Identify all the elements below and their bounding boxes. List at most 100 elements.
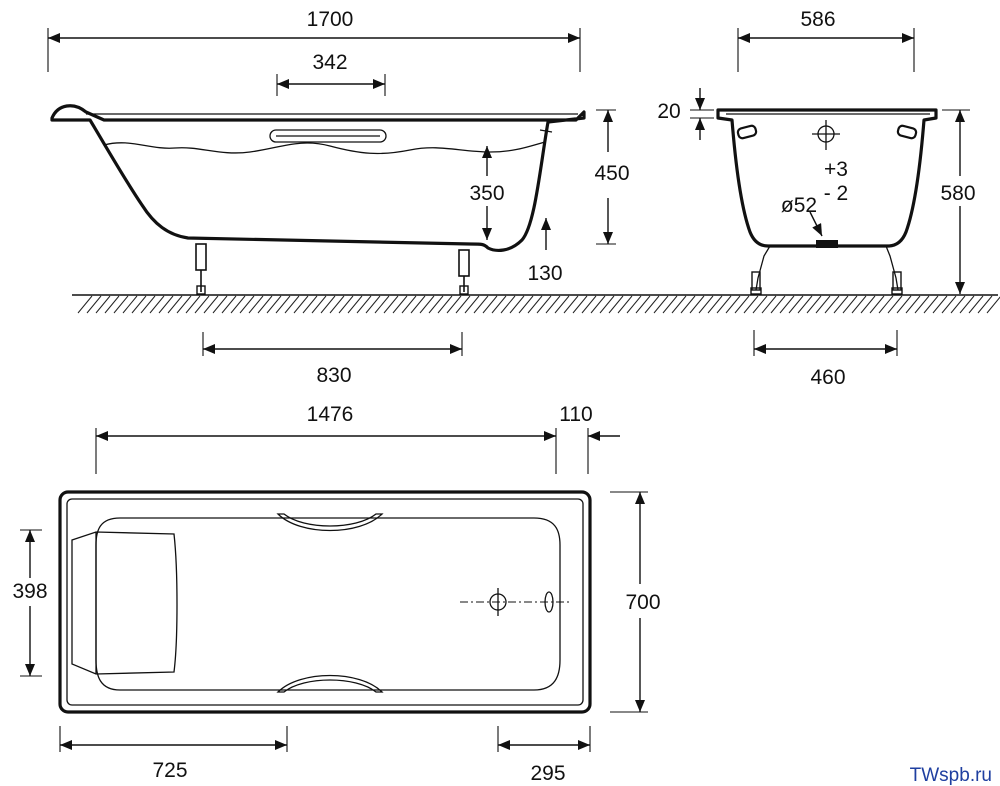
hatch-stroke	[419, 295, 435, 314]
hatch-stroke	[662, 295, 678, 314]
hatch-stroke	[653, 295, 669, 314]
dim-end-height: 580	[940, 182, 975, 205]
dim-inner-depth: 350	[469, 182, 504, 205]
hatch-stroke	[446, 295, 462, 314]
hatch-stroke	[977, 295, 993, 314]
hatch-stroke	[293, 295, 309, 314]
hatch-stroke	[689, 295, 705, 314]
dim-side-length: 1700	[307, 8, 354, 31]
dim-rim-thickness: 20	[657, 100, 680, 123]
dim-base-clearance: 130	[527, 262, 562, 285]
hatch-stroke	[608, 295, 624, 314]
side-tub-outline	[50, 104, 586, 252]
hatch-stroke	[833, 295, 849, 314]
drain-diameter: ø52	[781, 194, 817, 217]
hatch-stroke	[869, 295, 885, 314]
hatch-stroke	[149, 295, 165, 314]
side-handle	[269, 129, 387, 143]
hatch-stroke	[491, 295, 507, 314]
hatch-stroke	[896, 295, 912, 314]
dim-end-leg-spacing: 460	[810, 366, 845, 389]
end-view: 586 20 580 +3 - 2 ø52 460	[657, 8, 975, 389]
dim-side-height: 450	[594, 162, 629, 185]
hatch-stroke	[518, 295, 534, 314]
hatch-stroke	[626, 295, 642, 314]
top-outer-rim	[58, 490, 592, 714]
end-handle-right	[896, 124, 918, 140]
hatch-stroke	[113, 295, 129, 314]
hatch-stroke	[104, 295, 120, 314]
hatch-stroke	[131, 295, 147, 314]
hatch-stroke	[887, 295, 903, 314]
hatch-stroke	[95, 295, 111, 314]
hatch-stroke	[797, 295, 813, 314]
tolerance-plus: +3	[824, 158, 848, 181]
hatch-stroke	[302, 295, 318, 314]
hatch-stroke	[572, 295, 588, 314]
side-water-wave	[103, 141, 546, 155]
end-leg-left	[750, 245, 771, 295]
hatch-stroke	[941, 295, 957, 314]
hatch-stroke	[77, 295, 93, 314]
dim-leg-spacing: 830	[316, 364, 351, 387]
hatch-stroke	[176, 295, 192, 314]
hatch-stroke	[779, 295, 795, 314]
hatch-stroke	[347, 295, 363, 314]
hatch-stroke	[482, 295, 498, 314]
side-leg-right	[455, 243, 475, 295]
hatch-stroke	[356, 295, 372, 314]
top-handle-lower	[276, 674, 384, 693]
hatch-stroke	[428, 295, 444, 314]
hatch-stroke	[527, 295, 543, 314]
hatch-stroke	[239, 295, 255, 314]
top-overflow	[544, 591, 554, 613]
hatch-stroke	[230, 295, 246, 314]
hatch-stroke	[203, 295, 219, 314]
dim-handle-width: 342	[312, 51, 347, 74]
hatch-stroke	[707, 295, 723, 314]
watermark: TWspb.ru	[910, 765, 992, 786]
hatch-stroke	[248, 295, 264, 314]
hatch-stroke	[842, 295, 858, 314]
dim-end-width: 586	[800, 8, 835, 31]
tolerance-minus: - 2	[824, 182, 849, 205]
side-overflow	[539, 129, 553, 133]
top-handle-upper	[276, 513, 384, 532]
hatch-stroke	[284, 295, 300, 314]
hatch-stroke	[86, 295, 102, 314]
hatch-stroke	[851, 295, 867, 314]
hatch-stroke	[437, 295, 453, 314]
hatch-stroke	[815, 295, 831, 314]
hatch-stroke	[140, 295, 156, 314]
hatch-stroke	[743, 295, 759, 314]
hatch-stroke	[266, 295, 282, 314]
hatch-stroke	[734, 295, 750, 314]
end-leg-right	[885, 245, 903, 295]
hatch-stroke	[401, 295, 417, 314]
hatch-stroke	[581, 295, 597, 314]
end-handle-left	[736, 124, 758, 140]
hatch-stroke	[473, 295, 489, 314]
floor-hatching	[77, 295, 1000, 314]
end-drain	[816, 240, 838, 248]
hatch-stroke	[617, 295, 633, 314]
hatch-stroke	[914, 295, 930, 314]
hatch-stroke	[320, 295, 336, 314]
hatch-stroke	[455, 295, 471, 314]
hatch-stroke	[644, 295, 660, 314]
hatch-stroke	[554, 295, 570, 314]
hatch-stroke	[788, 295, 804, 314]
hatch-stroke	[860, 295, 876, 314]
hatch-stroke	[959, 295, 975, 314]
hatch-stroke	[212, 295, 228, 314]
hatch-stroke	[536, 295, 552, 314]
hatch-stroke	[590, 295, 606, 314]
hatch-stroke	[158, 295, 174, 314]
dim-top-inner-length: 1476	[307, 403, 354, 426]
hatch-stroke	[329, 295, 345, 314]
hatch-stroke	[932, 295, 948, 314]
hatch-stroke	[671, 295, 687, 314]
hatch-stroke	[905, 295, 921, 314]
hatch-stroke	[878, 295, 894, 314]
